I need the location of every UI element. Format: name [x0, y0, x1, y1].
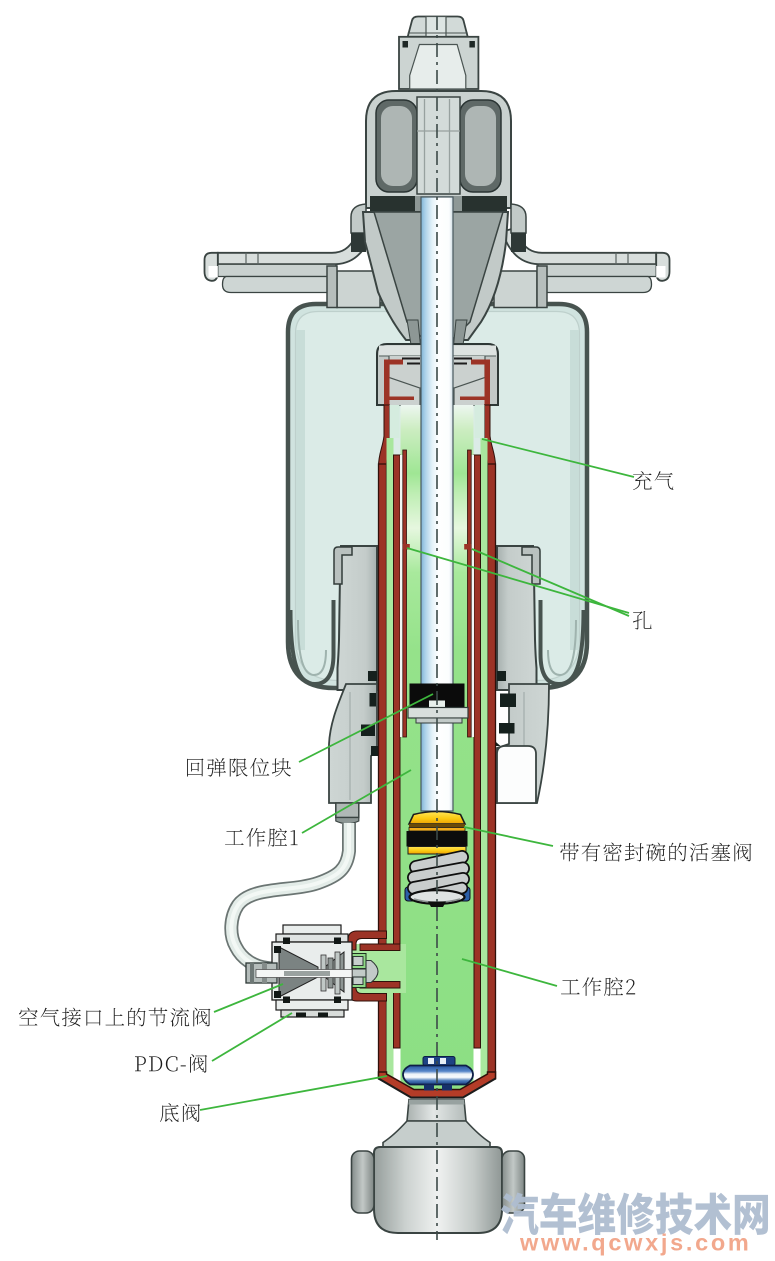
- svg-text:www.qcwxjs.com: www.qcwxjs.com: [519, 1230, 752, 1256]
